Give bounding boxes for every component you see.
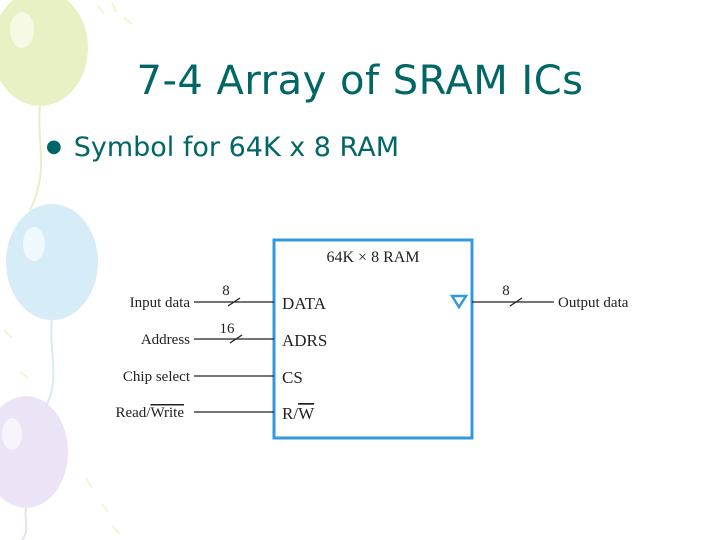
input-data-width: 8 [222, 283, 230, 299]
balloon-decoration [0, 0, 133, 540]
port-rw-bar: W [298, 404, 315, 423]
bullet-dot-icon: ● [46, 136, 62, 157]
port-rw-prefix: R/ [282, 404, 298, 423]
output-data-width: 8 [502, 283, 510, 299]
input-data-width-slash [227, 297, 241, 307]
read-write-bar: Write [150, 405, 184, 421]
address-width-slash [229, 334, 243, 344]
read-write-prefix: Read/ [115, 405, 151, 421]
balloon-icon [0, 396, 68, 540]
address-label: Address [141, 332, 190, 348]
port-data-label: DATA [282, 294, 327, 313]
port-rw-label: R/W [282, 404, 315, 423]
address-width: 16 [220, 321, 236, 337]
bullet-text: Symbol for 64K x 8 RAM [73, 132, 399, 163]
input-data-label: Input data [130, 295, 191, 311]
chip-select-label: Chip select [123, 369, 191, 385]
bullet-item: ● Symbol for 64K x 8 RAM [46, 132, 399, 163]
port-cs-label: CS [282, 368, 303, 387]
balloon-icon [0, 0, 88, 211]
balloon-icon [6, 204, 98, 411]
output-data-label: Output data [558, 295, 629, 311]
output-data-width-slash [509, 297, 523, 307]
streamers [3, 1, 133, 535]
read-write-label: Read/Write [115, 405, 184, 421]
ram-block-title: 64K × 8 RAM [326, 249, 419, 266]
ram-block [272, 238, 474, 440]
port-address-label: ADRS [282, 331, 327, 350]
slide-title: 7-4 Array of SRAM ICs [136, 58, 584, 104]
three-state-buffer-icon [449, 294, 469, 310]
